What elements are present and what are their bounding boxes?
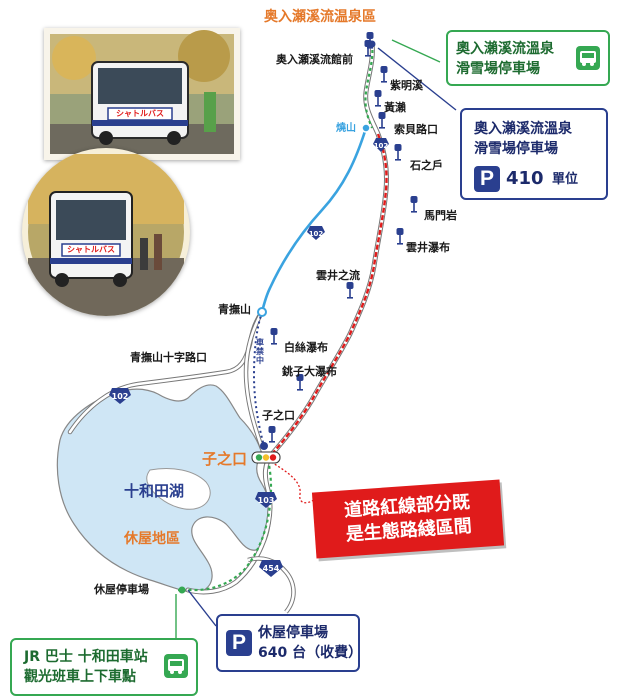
route-102-shield-top: 102 — [373, 138, 389, 152]
bus-stop-pin[interactable] — [270, 328, 278, 345]
bus-sign-circle: シャトルバス — [67, 245, 115, 254]
traffic-light-icon — [251, 451, 281, 464]
stop-label-kumoi-falls[interactable]: 雲井瀑布 — [406, 241, 450, 254]
bus-stop-pin[interactable] — [380, 66, 388, 83]
callout-oirase-parking-line1: 奧入瀨溪流溫泉 — [474, 121, 572, 137]
callout-yasumiya-parking-line2: 640 台（收費） — [258, 645, 363, 661]
bus-stop-pin[interactable] — [374, 90, 382, 107]
bus-stop-pin[interactable] — [268, 426, 276, 443]
parking-icon: P — [226, 630, 252, 656]
callout-yasumiya-parking[interactable]: P 休屋停車場 640 台（收費） — [216, 614, 363, 672]
route-103-shield: 103 — [255, 492, 277, 508]
callout-oirase-bus-line1: 奧入瀨溪流溫泉 — [456, 41, 554, 57]
stop-label-oirase-keiryukan[interactable]: 奥入瀬溪流館前 — [276, 53, 353, 66]
bus-stop-pin[interactable] — [394, 144, 402, 161]
route-102-shield-mid: 102 — [307, 226, 325, 240]
peninsula — [146, 468, 211, 510]
bus-stop-pin[interactable] — [346, 282, 354, 299]
nenokuchi-station-marker[interactable] — [260, 442, 268, 450]
shuttle-route-green — [364, 43, 374, 129]
callout-oirase-parking[interactable]: 奧入瀨溪流溫泉 滑雪場停車場 P 410 單位 — [460, 108, 608, 200]
bus-stop-pins — [268, 32, 418, 443]
parking-icon: P — [474, 166, 500, 192]
svg-text:102: 102 — [374, 142, 389, 150]
stop-label-kise[interactable]: 黃瀨 — [384, 101, 406, 114]
bus-stop-pin[interactable] — [396, 228, 404, 245]
yasumiya-area-label: 休屋地區 — [124, 531, 180, 547]
stop-label-shimeikei[interactable]: 紫明溪 — [390, 79, 423, 92]
svg-text:102: 102 — [112, 392, 129, 401]
bus-stop-pin[interactable] — [364, 40, 372, 57]
stop-label-aomuyama-crossing[interactable]: 青撫山十字路口 — [130, 351, 207, 364]
aomuyama-station-marker[interactable] — [257, 307, 267, 317]
route-102-shield-lake: 102 — [109, 388, 131, 404]
callout-yasumiya-parking-line1: 休屋停車場 — [258, 625, 328, 641]
stop-label-ishinoto[interactable]: 石之戶 — [410, 159, 443, 172]
stop-label-kumoi-stream[interactable]: 雲井之流 — [316, 269, 360, 282]
bus-stop-pin[interactable] — [378, 112, 386, 129]
yakeyama-station-marker[interactable] — [361, 123, 371, 133]
stop-label-aomuyama[interactable]: 青撫山 — [218, 303, 251, 316]
bus-icon — [164, 654, 188, 678]
bus-photo-top: シャトルバス — [44, 28, 240, 160]
bus-stop-pin[interactable] — [410, 196, 418, 213]
stop-label-mamonriwa[interactable]: 馬門岩 — [424, 209, 457, 222]
callout-oirase-bus[interactable]: 奧入瀨溪流溫泉 滑雪場停車場 — [446, 30, 610, 86]
nenokuchi-area-label: 子之口 — [202, 450, 248, 468]
stop-label-sobe-junction[interactable]: 索貝路口 — [394, 123, 438, 136]
callout-oirase-bus-line2: 滑雪場停車場 — [456, 61, 540, 77]
bus-route-blue — [260, 126, 368, 314]
walking-route — [252, 311, 265, 447]
yasumiya-station-marker[interactable] — [178, 586, 186, 594]
bus-stop-pin[interactable] — [296, 374, 304, 391]
stop-label-nenokuchi-stop[interactable]: 子之口 — [262, 409, 295, 422]
svg-text:454: 454 — [263, 564, 280, 573]
route-454-shield: 454 — [259, 560, 283, 577]
stop-label-yakeyama[interactable]: 燒山 — [336, 123, 356, 134]
callout-jr-bus-line2: 觀光班車上下車點 — [24, 669, 136, 685]
stop-label-choshi-falls[interactable]: 銚子大瀑布 — [282, 365, 337, 378]
car-ban-note: 車禁中 — [256, 338, 264, 365]
lake-label: 十和田湖 — [124, 482, 185, 500]
stop-label-yasumiya-parking[interactable]: 休屋停車場 — [94, 583, 149, 596]
area-title-oirase: 奥入瀬溪流温泉區 — [264, 9, 376, 25]
callout-jr-bus-line1: JR 巴士 十和田車站 — [24, 649, 148, 665]
svg-text:103: 103 — [258, 496, 275, 505]
bus-sign-top: シャトルバス — [116, 109, 164, 118]
bus-photo-circle: シャトルバス — [22, 148, 190, 316]
parking-capacity: 410 — [506, 168, 544, 189]
svg-text:102: 102 — [309, 230, 324, 238]
callout-jr-bus[interactable]: JR 巴士 十和田車站 觀光班車上下車點 — [10, 638, 198, 696]
parking-unit: 單位 — [552, 172, 579, 187]
callout-oirase-parking-line2: 滑雪場停車場 — [474, 141, 558, 157]
bus-icon — [576, 46, 600, 70]
stop-label-shiraito-falls[interactable]: 白絲瀑布 — [284, 341, 328, 354]
eco-section-banner: 道路紅線部分既 是生態路綫區間 — [311, 479, 505, 559]
eco-section-red — [271, 133, 388, 455]
